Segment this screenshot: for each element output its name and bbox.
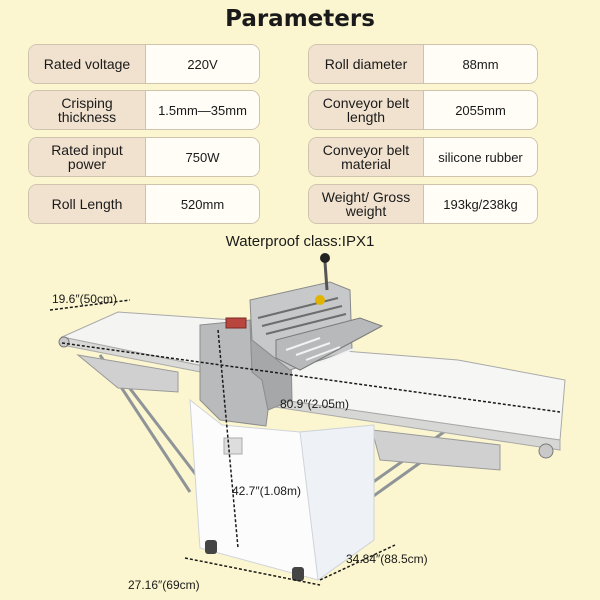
dim-depth: 34.84″(88.5cm) — [346, 552, 428, 566]
param-value: 1.5mm—35mm — [146, 91, 259, 129]
adjust-lever — [323, 261, 329, 291]
lever-knob-icon — [320, 253, 330, 263]
param-label: Conveyor belt length — [309, 91, 424, 129]
waterproof-class: Waterproof class:IPX1 — [225, 233, 375, 250]
indicator-icon — [315, 295, 325, 305]
param-value: 520mm — [146, 185, 259, 223]
power-switch-icon — [225, 317, 247, 329]
right-tray — [371, 429, 501, 471]
param-label: Roll diameter — [309, 45, 424, 83]
dim-length: 80.9″(2.05m) — [280, 397, 349, 411]
param-conveyor-belt-material: Conveyor belt material silicone rubber — [308, 137, 538, 177]
param-label: Rated input power — [29, 138, 146, 176]
param-crisping-thickness: Crisping thickness 1.5mm—35mm — [28, 90, 260, 130]
param-conveyor-belt-length: Conveyor belt length 2055mm — [308, 90, 538, 130]
wheel — [292, 567, 304, 581]
param-rated-voltage: Rated voltage 220V — [28, 44, 260, 84]
param-value: silicone rubber — [424, 138, 537, 176]
param-value: 750W — [146, 138, 259, 176]
dim-height: 42.7″(1.08m) — [232, 484, 301, 498]
param-value: 2055mm — [424, 91, 537, 129]
param-rated-input-power: Rated input power 750W — [28, 137, 260, 177]
dimension-lines — [49, 299, 561, 586]
param-value: 88mm — [424, 45, 537, 83]
param-label: Weight/ Gross weight — [309, 185, 424, 223]
param-label: Rated voltage — [29, 45, 146, 83]
left-tray — [76, 354, 179, 393]
dim-width: 19.6″(50cm) — [52, 292, 117, 306]
param-roll-length: Roll Length 520mm — [28, 184, 260, 224]
param-value: 193kg/238kg — [424, 185, 537, 223]
page-title: Parameters — [225, 6, 375, 32]
param-weight: Weight/ Gross weight 193kg/238kg — [308, 184, 538, 224]
roller-end — [538, 443, 554, 459]
param-label: Conveyor belt material — [309, 138, 424, 176]
param-label: Roll Length — [29, 185, 146, 223]
wheel — [205, 540, 217, 554]
param-roll-diameter: Roll diameter 88mm — [308, 44, 538, 84]
param-value: 220V — [146, 45, 259, 83]
dim-base: 27.16″(69cm) — [128, 578, 200, 592]
param-label: Crisping thickness — [29, 91, 146, 129]
